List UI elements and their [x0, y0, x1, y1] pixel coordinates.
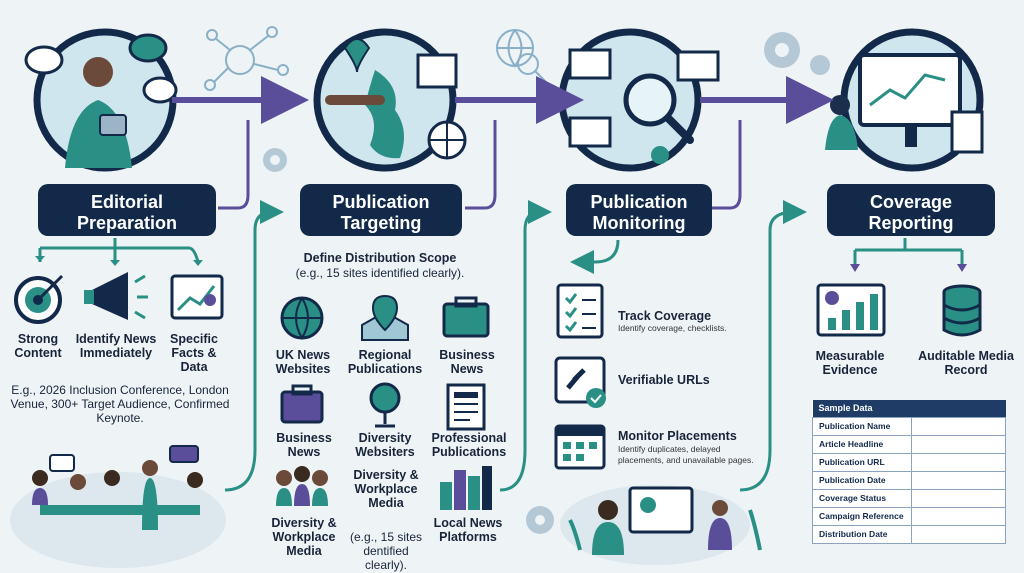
check-desc-monitor-placements: Identify duplicates, delayed placements,… — [618, 444, 754, 465]
publication-type-label: Diversity & Workplace Media — [353, 468, 419, 510]
scope-note: (e.g., 15 sites identified clearly). — [295, 266, 465, 280]
sample-data-title: Sample Data — [812, 400, 1006, 417]
stage-illustration-1 — [24, 28, 178, 172]
stage-title-line: Preparation — [76, 213, 178, 233]
checklist-icon — [556, 283, 604, 339]
sub-label-identify-news: Identify News Immediately — [75, 332, 157, 360]
sub-label-strong-content: Strong Content — [14, 332, 62, 360]
table-row: Publication URL — [812, 452, 1006, 472]
network-icon — [204, 26, 289, 91]
table-row: Coverage Status — [812, 488, 1006, 508]
publication-type-label: Diversity Websiters — [355, 431, 415, 459]
calendar-icon — [554, 424, 606, 470]
table-cell-empty — [911, 488, 1006, 508]
newspaper-icon — [446, 383, 486, 431]
table-cell: Publication URL — [812, 452, 912, 472]
table-row: Campaign Reference — [812, 506, 1006, 526]
stage-title-line: Publication — [332, 192, 430, 212]
stage-title-line: Monitoring — [592, 213, 686, 233]
output-measurable-evidence: Measurable Evidence — [815, 349, 885, 377]
table-row: Publication Date — [812, 470, 1006, 490]
output-auditable-media-record: Auditable Media Record — [918, 349, 1014, 377]
bottom-scope-note: (e.g., 15 sites dentified clearly). — [349, 530, 423, 572]
scope-title: Define Distribution Scope — [303, 251, 457, 265]
check-desc-track-coverage: Identify coverage, checklists. — [618, 323, 727, 333]
stage-illustration-2 — [313, 28, 467, 172]
example-text: E.g., 2026 Inclusion Conference, London … — [10, 383, 230, 425]
publication-type-label: Business News — [276, 431, 332, 459]
publication-type-label: Business News — [439, 348, 495, 376]
stage-title-line: Editorial — [90, 192, 163, 212]
globe-search-icon — [496, 29, 547, 83]
sub-label-specific-facts: Specific Facts & Data — [170, 332, 218, 374]
table-cell: Coverage Status — [812, 488, 912, 508]
table-cell: Campaign Reference — [812, 506, 912, 526]
sample-data-table: Sample Data Publication Name Article Hea… — [812, 400, 1006, 544]
people-group-icon — [276, 466, 328, 506]
chart-board-icon — [170, 274, 224, 320]
table-cell-empty — [911, 416, 1006, 436]
publication-type-label: UK News Websites — [275, 348, 331, 376]
desk-globe-icon — [369, 382, 401, 428]
globe-icon — [280, 296, 324, 340]
table-row: Article Headline — [812, 434, 1006, 454]
gear-icon — [263, 32, 830, 534]
table-row: Publication Name — [812, 416, 1006, 436]
map-pin-icon — [361, 294, 409, 341]
table-cell: Publication Date — [812, 470, 912, 490]
publication-type-label: Professional Publications — [431, 431, 507, 459]
publication-type-label: Diversity & Workplace Media — [271, 516, 337, 558]
stage-title-line: Reporting — [868, 213, 954, 233]
table-cell-empty — [911, 452, 1006, 472]
briefcase-icon — [442, 296, 490, 338]
link-check-icon — [554, 356, 606, 408]
publication-type-label: Regional Publications — [347, 348, 423, 376]
growth-chart-icon — [816, 283, 886, 337]
megaphone-icon — [84, 272, 148, 320]
city-buildings-icon — [440, 466, 492, 510]
table-cell-empty — [911, 470, 1006, 490]
check-title-verifiable-urls: Verifiable URLs — [618, 373, 710, 387]
stage-title-line: Targeting — [340, 213, 422, 233]
table-row: Distribution Date — [812, 524, 1006, 544]
stage-title-line: Coverage — [869, 192, 953, 212]
table-cell: Distribution Date — [812, 524, 912, 544]
table-cell: Publication Name — [812, 416, 912, 436]
stage-illustration-4 — [825, 28, 984, 172]
check-title-monitor-placements: Monitor Placements — [618, 429, 737, 443]
stage-title-publication-monitoring: Publication Monitoring — [566, 184, 712, 236]
team-meeting-illustration — [10, 445, 226, 568]
remote-work-illustration — [560, 485, 762, 565]
table-cell: Article Headline — [812, 434, 912, 454]
table-cell-empty — [911, 434, 1006, 454]
check-title-track-coverage: Track Coverage — [618, 309, 712, 323]
database-icon — [942, 284, 982, 337]
stage-title-editorial-preparation: Editorial Preparation — [38, 184, 216, 236]
stage-title-line: Publication — [590, 192, 688, 212]
stage-title-publication-targeting: Publication Targeting — [300, 184, 462, 236]
briefcase-icon-2 — [280, 384, 324, 424]
stage-title-coverage-reporting: Coverage Reporting — [827, 184, 995, 236]
table-cell-empty — [911, 524, 1006, 544]
target-icon — [14, 274, 64, 324]
stage-illustration-3 — [558, 28, 720, 172]
table-cell-empty — [911, 506, 1006, 526]
publication-type-label: Local News Platforms — [433, 516, 503, 544]
